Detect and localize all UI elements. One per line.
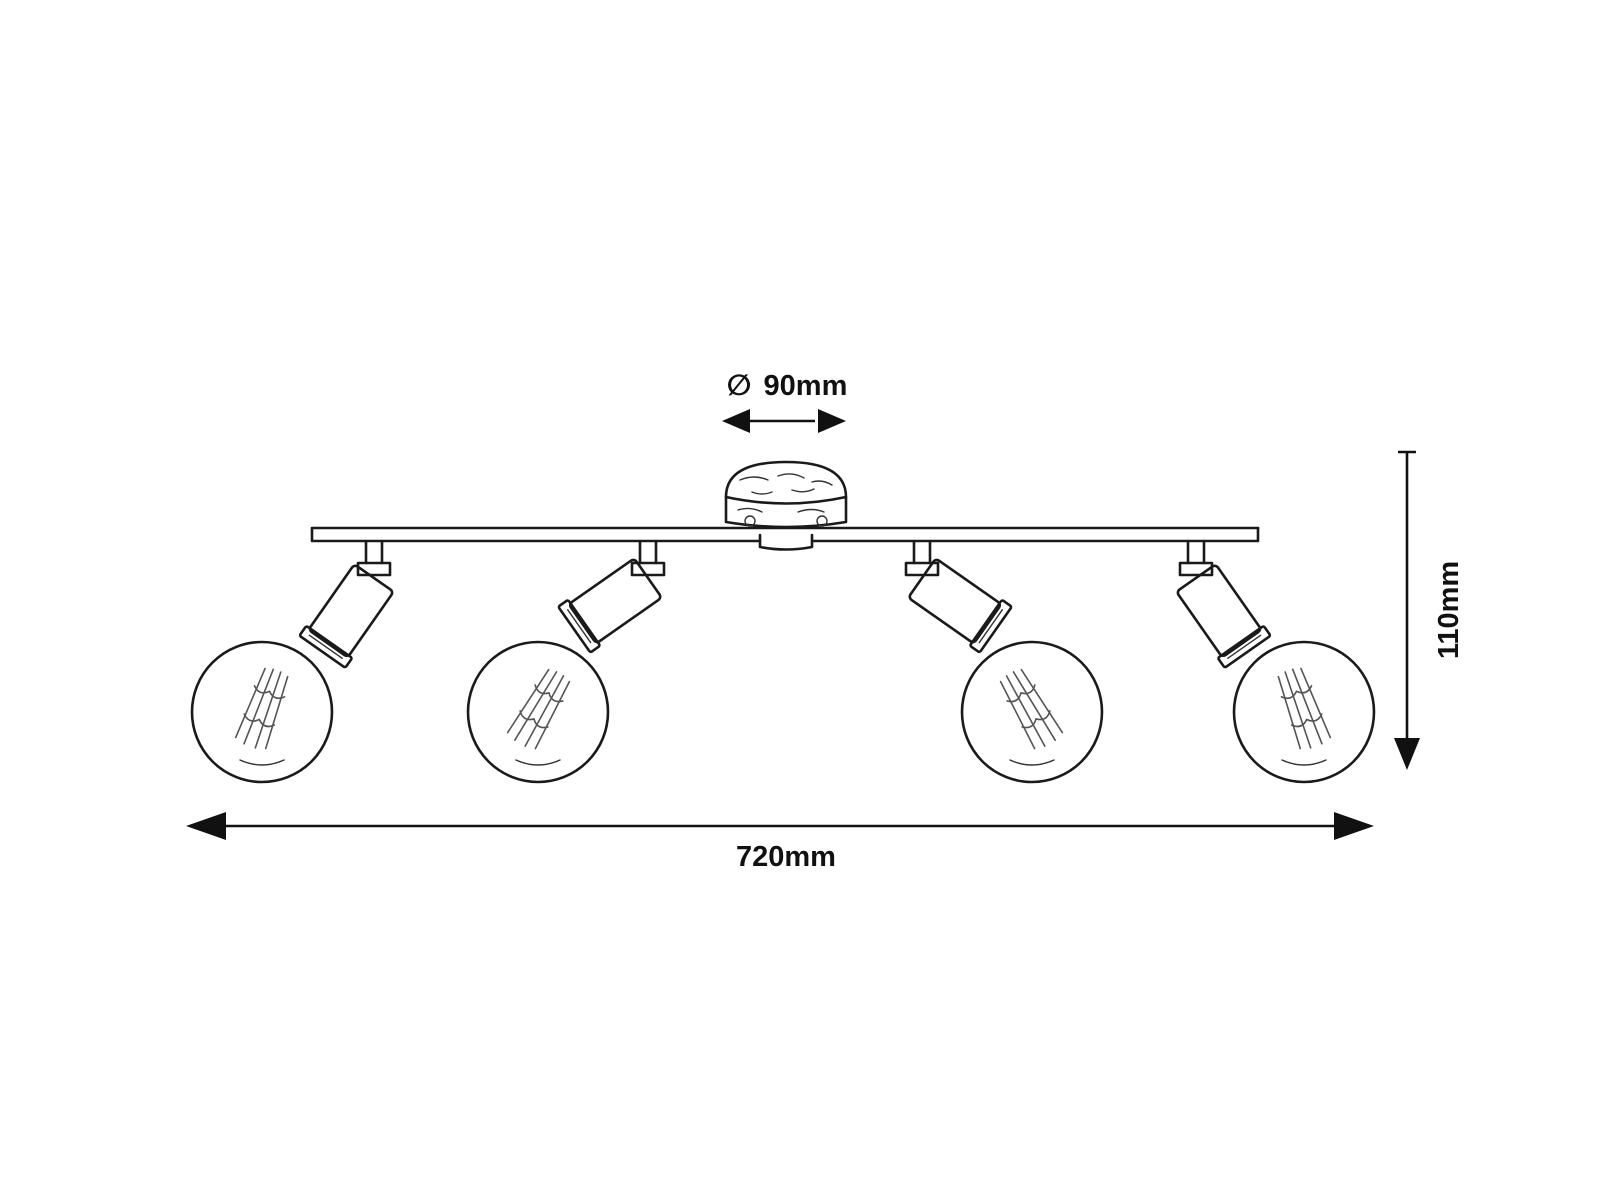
mounting-bar xyxy=(310,526,1260,543)
bulb-1 xyxy=(190,640,334,784)
bulb-4-filament xyxy=(1277,667,1332,750)
diameter-arrow-right xyxy=(818,409,846,433)
bulb-2-filament xyxy=(506,668,571,750)
diameter-symbol: ∅ xyxy=(727,370,752,402)
width-arrow-left xyxy=(186,812,226,840)
spotlight-2-head xyxy=(557,558,662,654)
spotlight-1 xyxy=(190,539,394,784)
spotlight-4 xyxy=(1176,539,1376,784)
diameter-arrow-left xyxy=(722,409,750,433)
diameter-label: ∅ 90mm xyxy=(727,370,848,402)
width-dimension: 720mm xyxy=(186,812,1374,873)
bulb-3 xyxy=(960,640,1104,784)
bulb-2 xyxy=(466,640,610,784)
diameter-dimension: ∅ 90mm xyxy=(722,370,847,433)
spotlight-3 xyxy=(904,539,1104,784)
spotlight-2 xyxy=(466,539,666,784)
ceiling-canopy xyxy=(724,460,848,551)
spotlight-4-head xyxy=(1176,564,1272,669)
spotlight-1-head xyxy=(298,564,394,669)
height-arrow-down xyxy=(1394,738,1420,770)
height-dimension: 110mm xyxy=(1394,450,1465,770)
bulb-3-filament xyxy=(999,668,1064,750)
bulb-1-filament xyxy=(234,667,289,750)
spotlight-3-head xyxy=(908,558,1013,654)
diameter-value: 90mm xyxy=(764,370,848,402)
width-label: 720mm xyxy=(736,841,836,873)
bulb-4 xyxy=(1232,640,1376,784)
height-label: 110mm xyxy=(1433,561,1465,659)
width-arrow-right xyxy=(1334,812,1374,840)
